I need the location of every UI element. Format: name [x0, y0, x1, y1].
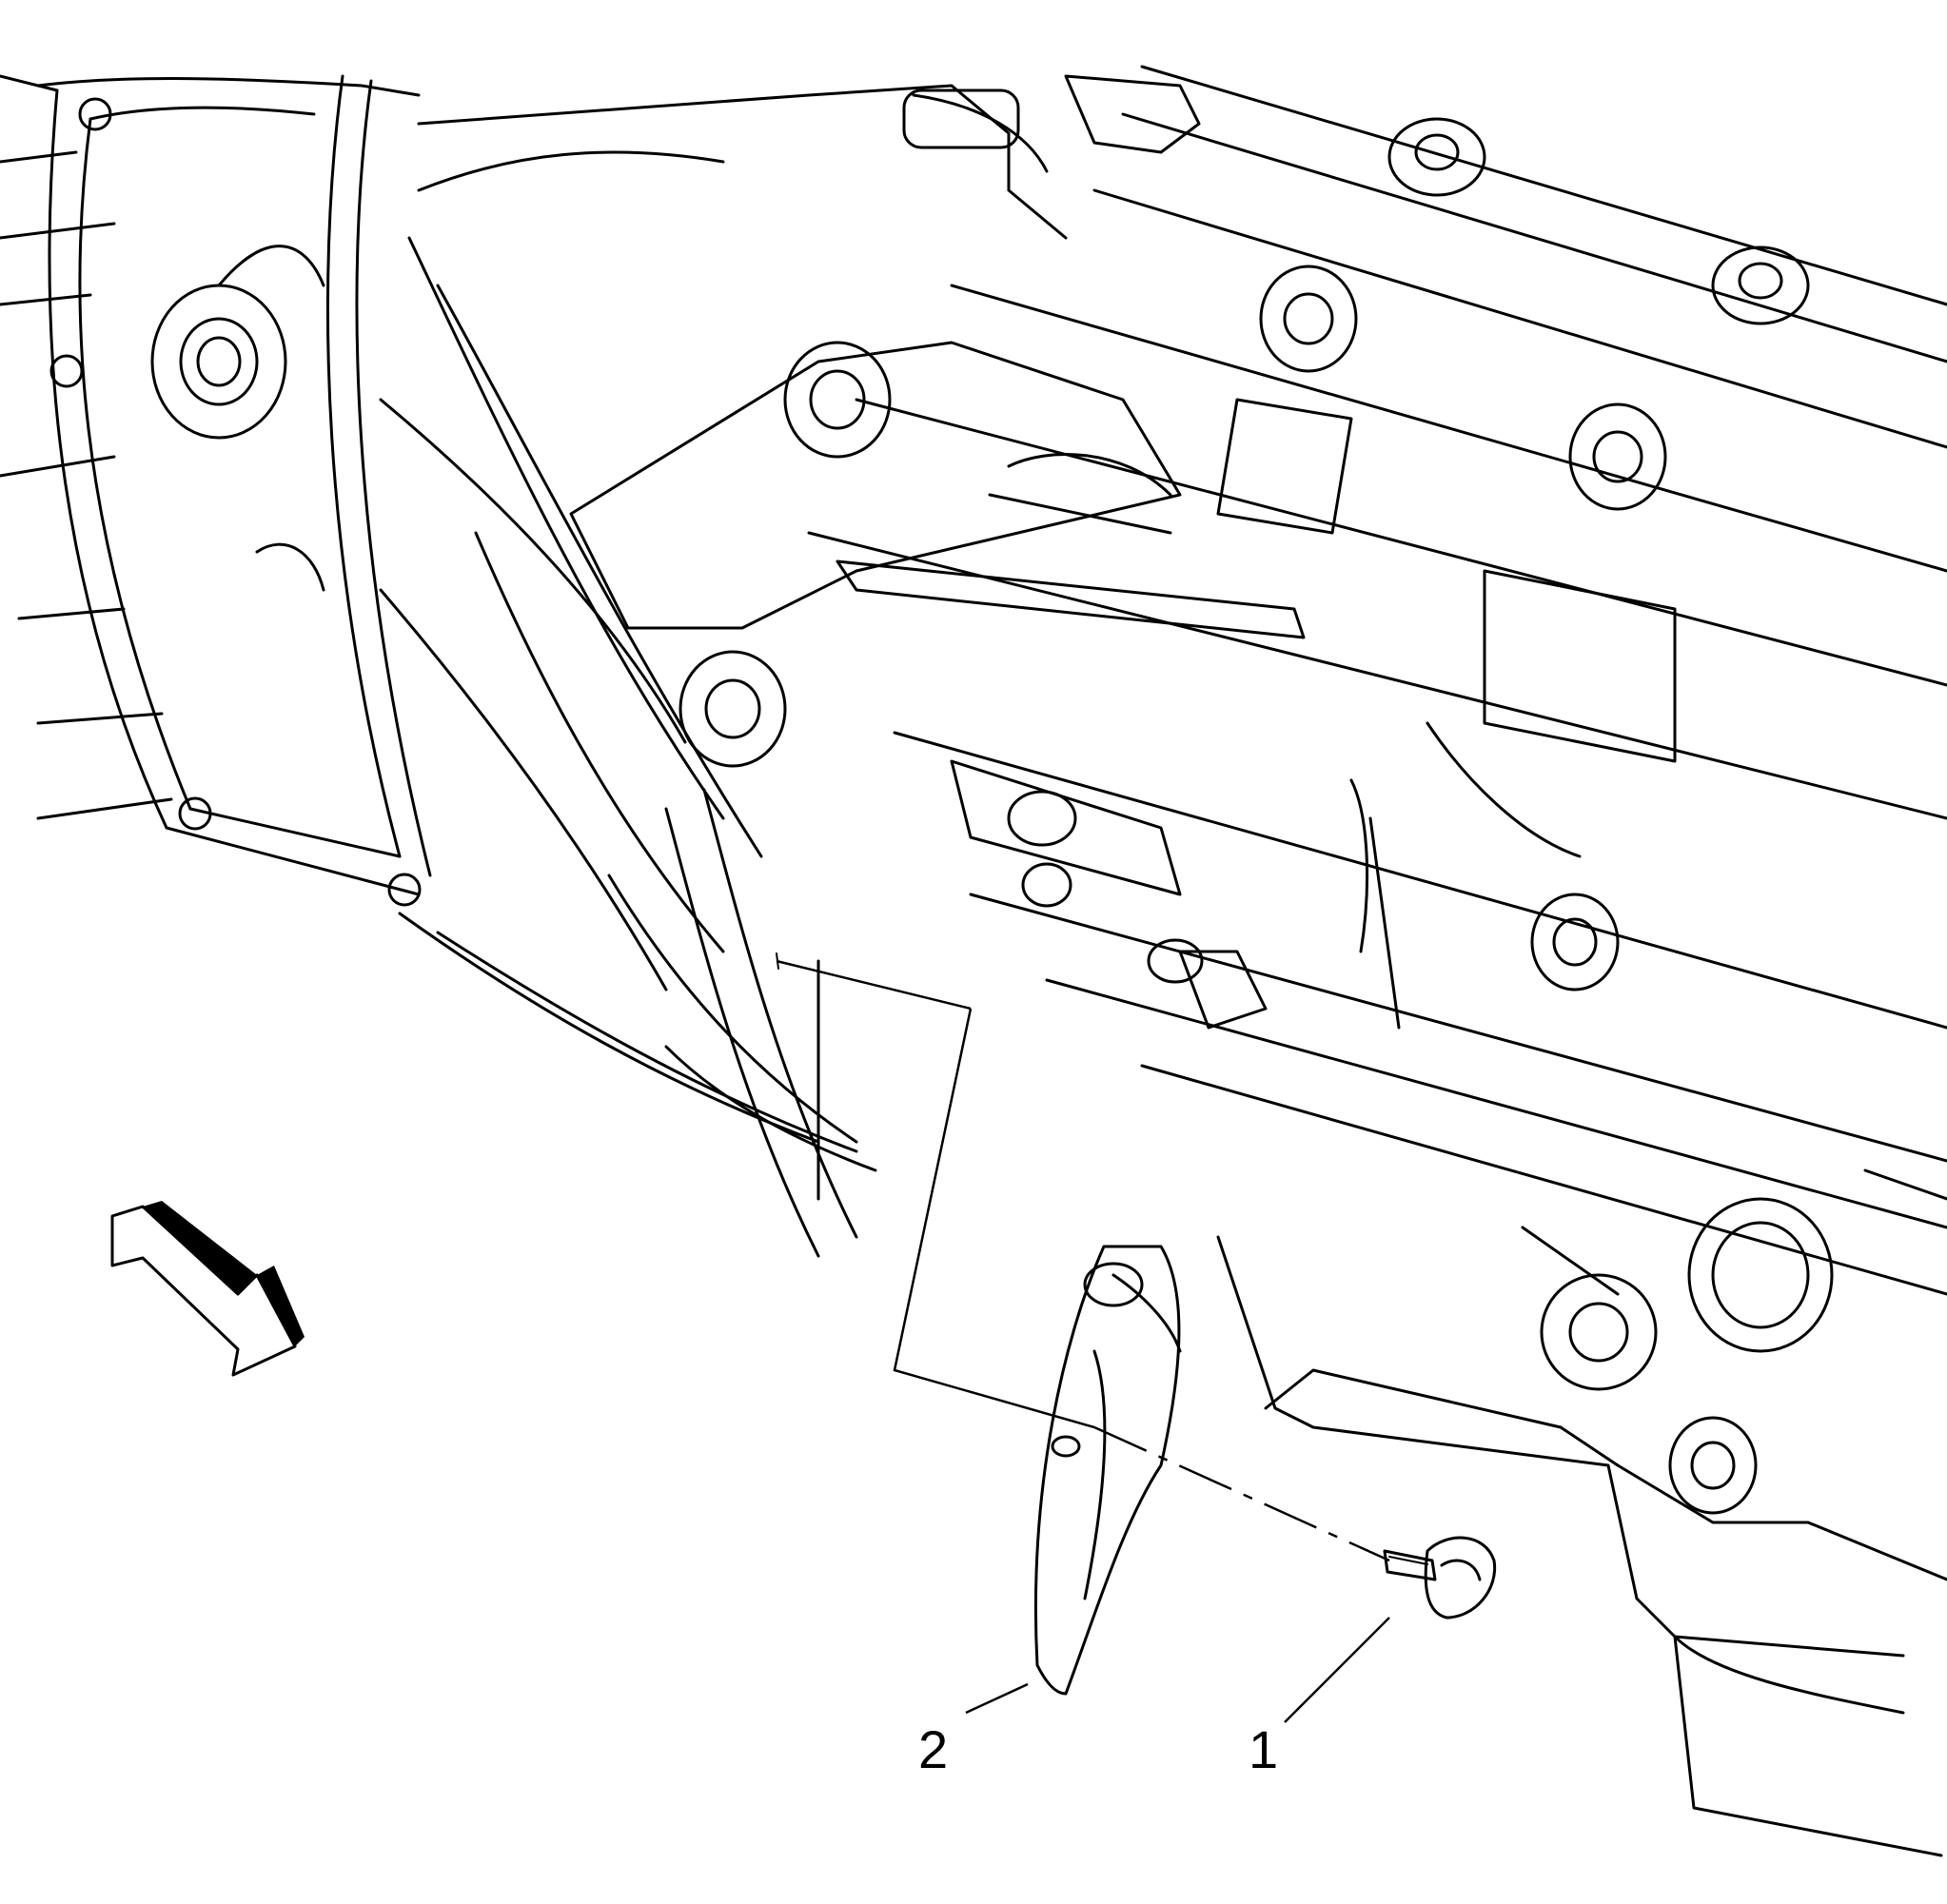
leader-2	[965, 1682, 1029, 1715]
oil-pan	[1216, 1168, 1947, 1857]
transmission-case	[379, 93, 877, 1258]
bolt-part-1	[1383, 1536, 1497, 1619]
bell-housing	[0, 74, 432, 907]
callout-1-label: 1	[1249, 1719, 1278, 1779]
leader-1	[1284, 1617, 1390, 1723]
mount-bracket	[569, 341, 1677, 1030]
case-ribs	[678, 65, 1947, 1515]
bracket-part-2	[1033, 1245, 1182, 1696]
callout-2-label: 2	[918, 1719, 948, 1779]
callout-leaders	[965, 1617, 1390, 1723]
direction-arrow-icon	[110, 1201, 305, 1377]
assembly-guides	[776, 952, 1390, 1562]
